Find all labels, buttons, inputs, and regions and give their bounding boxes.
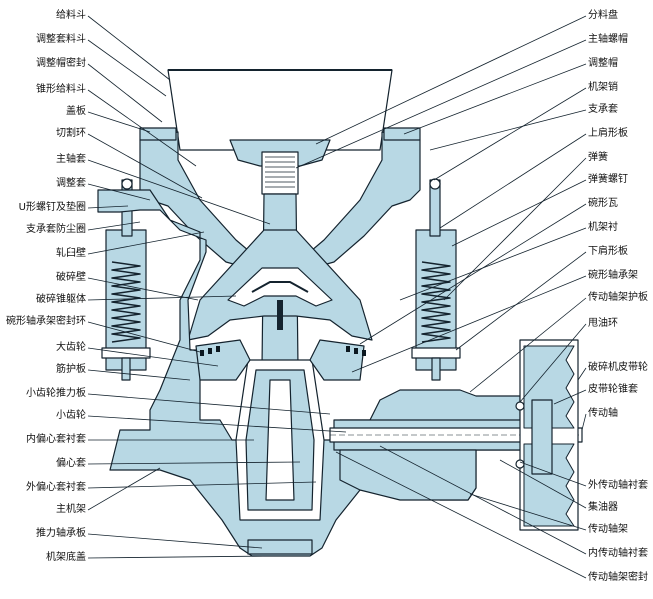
leader-lines — [87, 15, 587, 579]
label-pulley-taper-bush: 皮带轮锥套 — [588, 384, 638, 395]
bowl-bearing-right — [309, 339, 365, 381]
label-spring-bolt: 弹簧螺钉 — [588, 174, 628, 185]
label-cone-body: 破碎锥躯体 — [36, 294, 86, 305]
label-oil-collector: 集油器 — [588, 502, 618, 513]
label-pinion-thrust-plate: 小齿轮推力板 — [26, 388, 86, 399]
drive-frame — [339, 449, 477, 501]
label-u-bolt-washer: U形螺钉及垫圈 — [18, 202, 86, 213]
label-frame-liner: 机架衬 — [588, 222, 618, 233]
label-support-dust-ring: 支承套防尘圈 — [26, 224, 86, 235]
label-outer-eccentric-bushing: 外偏心套衬套 — [26, 482, 86, 493]
label-bowl-bush: 碗形瓦 — [588, 198, 618, 209]
label-thrust-bearing-plate: 推力轴承板 — [36, 528, 86, 539]
label-main-frame: 主机架 — [56, 504, 86, 515]
label-large-gear: 大齿轮 — [56, 342, 86, 353]
label-support-sleeve: 支承套 — [588, 104, 618, 115]
label-cone-feed-hopper: 锥形给料斗 — [36, 84, 86, 95]
label-bowl-bearing-seal: 碗形轴承架密封环 — [6, 316, 86, 327]
label-oil-ring: 甩油环 — [588, 318, 618, 329]
label-cutting-ring: 切割环 — [56, 128, 86, 139]
label-adjust-sleeve: 调整套 — [56, 178, 86, 189]
label-crusher-pulley: 破碎机皮带轮 — [588, 362, 648, 373]
frame-bottom-cover — [247, 539, 313, 555]
label-drive-frame-seal: 传动轴架密封 — [588, 572, 648, 583]
label-lower-shoulder-plate: 下肩形板 — [588, 246, 628, 257]
label-feed-plate: 分料盘 — [588, 10, 618, 21]
label-pinion: 小齿轮 — [56, 410, 86, 421]
label-eccentric-sleeve: 偏心套 — [56, 458, 86, 469]
label-bowl-liner: 轧臼壁 — [56, 248, 86, 259]
label-inner-drive-bushing: 内传动轴衬套 — [588, 548, 648, 559]
label-main-shaft-nut: 主轴螺帽 — [588, 34, 628, 45]
label-adjust-cap-seal: 调整帽密封 — [36, 58, 86, 69]
label-feed-hopper: 给料斗 — [56, 10, 86, 21]
label-drive-frame-guard: 传动轴架护板 — [588, 292, 648, 303]
label-outer-drive-bushing: 外传动轴衬套 — [588, 480, 648, 491]
feed-hopper — [167, 69, 393, 151]
label-spring: 弹簧 — [588, 152, 608, 163]
label-mantle: 破碎壁 — [56, 272, 86, 283]
label-drive-shaft: 传动轴 — [588, 408, 618, 419]
label-cover-plate: 盖板 — [66, 106, 86, 117]
main-shaft-nut — [261, 151, 299, 195]
label-drive-shaft-frame: 传动轴架 — [588, 524, 628, 535]
cover-plate-left — [139, 127, 177, 141]
label-upper-shoulder-plate: 上肩形板 — [588, 128, 628, 139]
label-adjust-sleeve-hopper: 调整套料斗 — [36, 34, 86, 45]
spring-left — [111, 261, 141, 343]
label-main-shaft-sleeve: 主轴套 — [56, 154, 86, 165]
label-bowl-bearing-seat: 碗形轴承架 — [588, 270, 638, 281]
label-frame-bottom-cover: 机架底盖 — [46, 552, 86, 563]
label-frame-pin: 机架销 — [588, 82, 618, 93]
spring-right — [421, 261, 451, 343]
label-inner-eccentric-bushing: 内偏心套衬套 — [26, 434, 86, 445]
bowl-bearing — [195, 339, 251, 381]
pulley-hub — [531, 399, 553, 475]
label-rib-guard: 筋护板 — [56, 364, 86, 375]
label-adjust-cap: 调整帽 — [588, 58, 618, 69]
cone-inner — [227, 267, 333, 307]
